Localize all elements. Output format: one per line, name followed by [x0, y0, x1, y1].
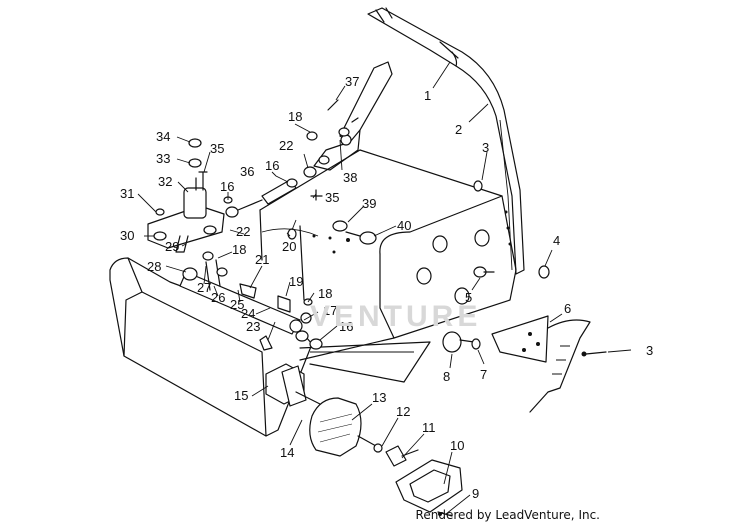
callout-1: 1: [424, 88, 431, 103]
callout-6: 6: [564, 301, 571, 316]
linkage-rod: [225, 166, 323, 218]
callout-16-right: 16: [339, 319, 353, 334]
callout-38: 38: [343, 170, 357, 185]
callout-14: 14: [280, 445, 294, 460]
callout-4: 4: [553, 233, 560, 248]
callout-9: 9: [472, 486, 479, 501]
callout-2: 2: [455, 122, 462, 137]
callout-35-left: 35: [210, 141, 224, 156]
callout-8: 8: [443, 369, 450, 384]
callout-18-top: 18: [288, 109, 302, 124]
callout-31: 31: [120, 186, 134, 201]
callout-3-upper: 3: [482, 140, 489, 155]
callout-17: 17: [323, 303, 337, 318]
callout-39: 39: [362, 196, 376, 211]
callout-28: 28: [147, 259, 161, 274]
callout-37: 37: [345, 74, 359, 89]
callout-18-left: 18: [232, 242, 246, 257]
callout-40: 40: [397, 218, 411, 233]
callout-21: 21: [255, 252, 269, 267]
callout-32: 32: [158, 174, 172, 189]
callout-18-right: 18: [318, 286, 332, 301]
lower-shaft: [179, 251, 323, 351]
base-pan: [109, 257, 431, 437]
callout-3-right: 3: [646, 343, 653, 358]
callout-23: 23: [246, 319, 260, 334]
callout-22-left: 22: [236, 224, 250, 239]
callout-27: 27: [197, 280, 211, 295]
handle-bar: [367, 7, 525, 275]
callout-15: 15: [234, 388, 248, 403]
callout-24: 24: [241, 306, 255, 321]
gear-box: [265, 363, 463, 517]
callout-20: 20: [282, 239, 296, 254]
callout-26: 26: [211, 290, 225, 305]
callout-19: 19: [289, 274, 303, 289]
callout-29: 29: [165, 239, 179, 254]
callout-25: 25: [230, 297, 244, 312]
side-plate: [442, 180, 607, 413]
leader-lines: [137, 61, 632, 515]
callout-16-left: 16: [220, 179, 234, 194]
callout-22-top: 22: [279, 138, 293, 153]
callout-34: 34: [156, 129, 170, 144]
callout-7: 7: [480, 367, 487, 382]
pivot-bracket: [147, 138, 225, 253]
callout-12: 12: [396, 404, 410, 419]
callout-35-center: 35: [325, 190, 339, 205]
render-credit: Rendered by LeadVenture, Inc.: [415, 508, 600, 522]
callout-13: 13: [372, 390, 386, 405]
callout-10: 10: [450, 438, 464, 453]
control-lever: [313, 61, 393, 171]
callout-30: 30: [120, 228, 134, 243]
callout-11: 11: [422, 420, 436, 435]
callout-labels: 1 2 3 3 4 5 6 7 8 9 10 11 12 13 14 15 16…: [120, 74, 653, 501]
callout-36: 36: [240, 164, 254, 179]
callout-33: 33: [156, 151, 170, 166]
callout-5: 5: [465, 290, 472, 305]
callout-16-top: 16: [265, 158, 279, 173]
